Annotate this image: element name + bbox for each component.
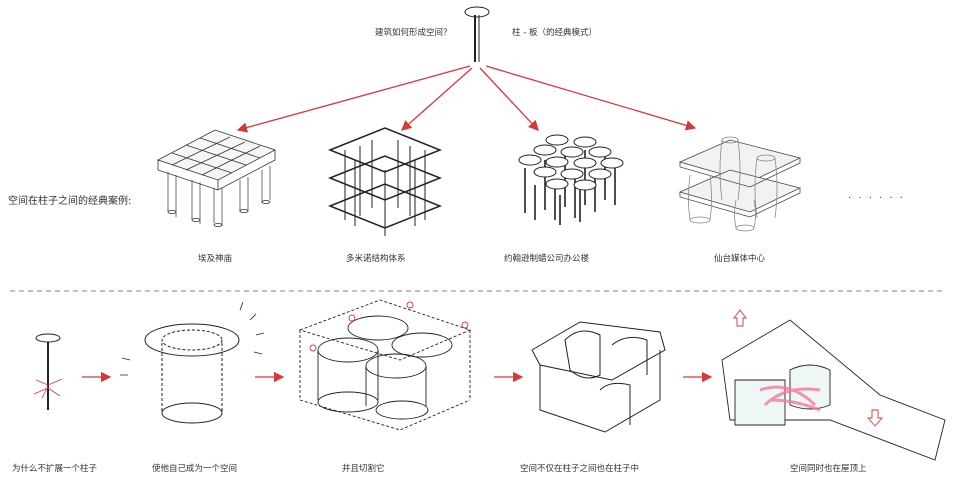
step-label: 空间不仅在柱子之间也在柱子中 [520, 464, 640, 474]
sendai-mediatheque-drawing [678, 136, 802, 232]
step-label: 为什么不扩展一个柱子 [12, 464, 98, 474]
step-label: 使他自己成为一个空间 [152, 464, 238, 474]
case-label: 多米诺结构体系 [346, 254, 406, 264]
space-in-column-drawing [531, 321, 666, 433]
case-label: 埃及神庙 [198, 254, 233, 264]
cases-title: 空间在柱子之间的经典案例: [8, 196, 132, 207]
up-arrow-icon [733, 309, 747, 327]
egyptian-temple-drawing [156, 129, 277, 227]
cut-columns-drawing [298, 299, 472, 431]
ellipsis: . . . . . . [848, 190, 905, 201]
single-column-drawing [33, 333, 63, 410]
johnson-wax-drawing [518, 134, 624, 225]
step-label: 并且切割它 [342, 464, 385, 474]
case-label: 约翰逊制蜡公司办公楼 [504, 254, 590, 264]
question-label: 建筑如何形成空间？ [375, 28, 452, 38]
column-slab-icon [464, 6, 490, 62]
branch-arrows [236, 65, 697, 133]
down-arrow-icon [867, 409, 883, 427]
model-label: 柱 - 板（的经典模式） [512, 28, 597, 38]
case-label: 仙台媒体中心 [714, 254, 766, 264]
domino-system-drawing [327, 127, 443, 236]
space-on-roof-drawing [721, 309, 946, 461]
step-label: 空间同时也在屋顶上 [790, 464, 867, 474]
expanded-column-drawing [120, 301, 265, 424]
